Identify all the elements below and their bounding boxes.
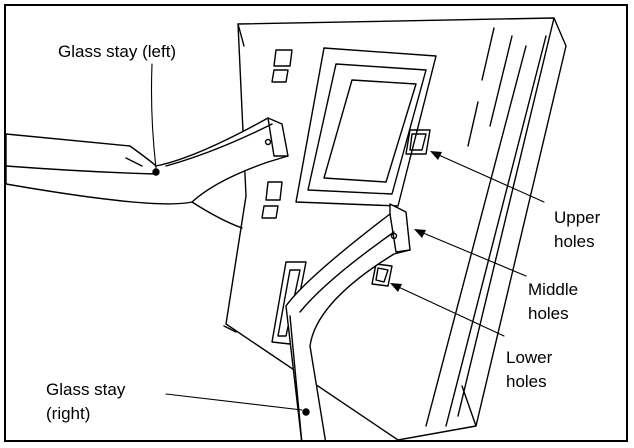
left-side-holes — [261, 49, 293, 219]
label-upper-holes-line2: holes — [554, 232, 595, 251]
label-glass-stay-right-line2: (right) — [46, 404, 91, 423]
leader-arrowheads — [390, 151, 442, 292]
label-glass-stay-left: Glass stay (left) — [58, 42, 177, 61]
arrowhead-middle-holes — [414, 229, 426, 238]
label-glass-stay-right-line1: Glass stay — [46, 380, 126, 399]
diagram-frame: Glass stay (left) Glass stay (right) Upp… — [4, 4, 628, 442]
leader-glass-stay-right — [165, 393, 303, 411]
label-lower-holes-line1: Lower — [506, 348, 553, 367]
leader-upper-holes — [431, 151, 545, 203]
upper-holes-shape — [405, 129, 431, 155]
lower-holes-shape — [371, 263, 393, 287]
glass-stay-right-shape — [285, 203, 411, 440]
label-middle-holes-line1: Middle — [528, 280, 579, 299]
arrowhead-lower-holes — [390, 283, 402, 292]
leader-lower-holes — [391, 283, 505, 337]
leader-lines — [150, 63, 545, 411]
label-lower-holes-line2: holes — [506, 372, 547, 391]
glass-stay-left-shape — [6, 117, 289, 229]
arrowhead-upper-holes — [430, 151, 442, 160]
label-upper-holes-line1: Upper — [554, 208, 601, 227]
leader-glass-stay-left — [150, 63, 157, 169]
label-middle-holes-line2: holes — [528, 304, 569, 323]
oven-glass-stay-diagram — [6, 17, 567, 440]
leader-middle-holes — [415, 229, 527, 277]
